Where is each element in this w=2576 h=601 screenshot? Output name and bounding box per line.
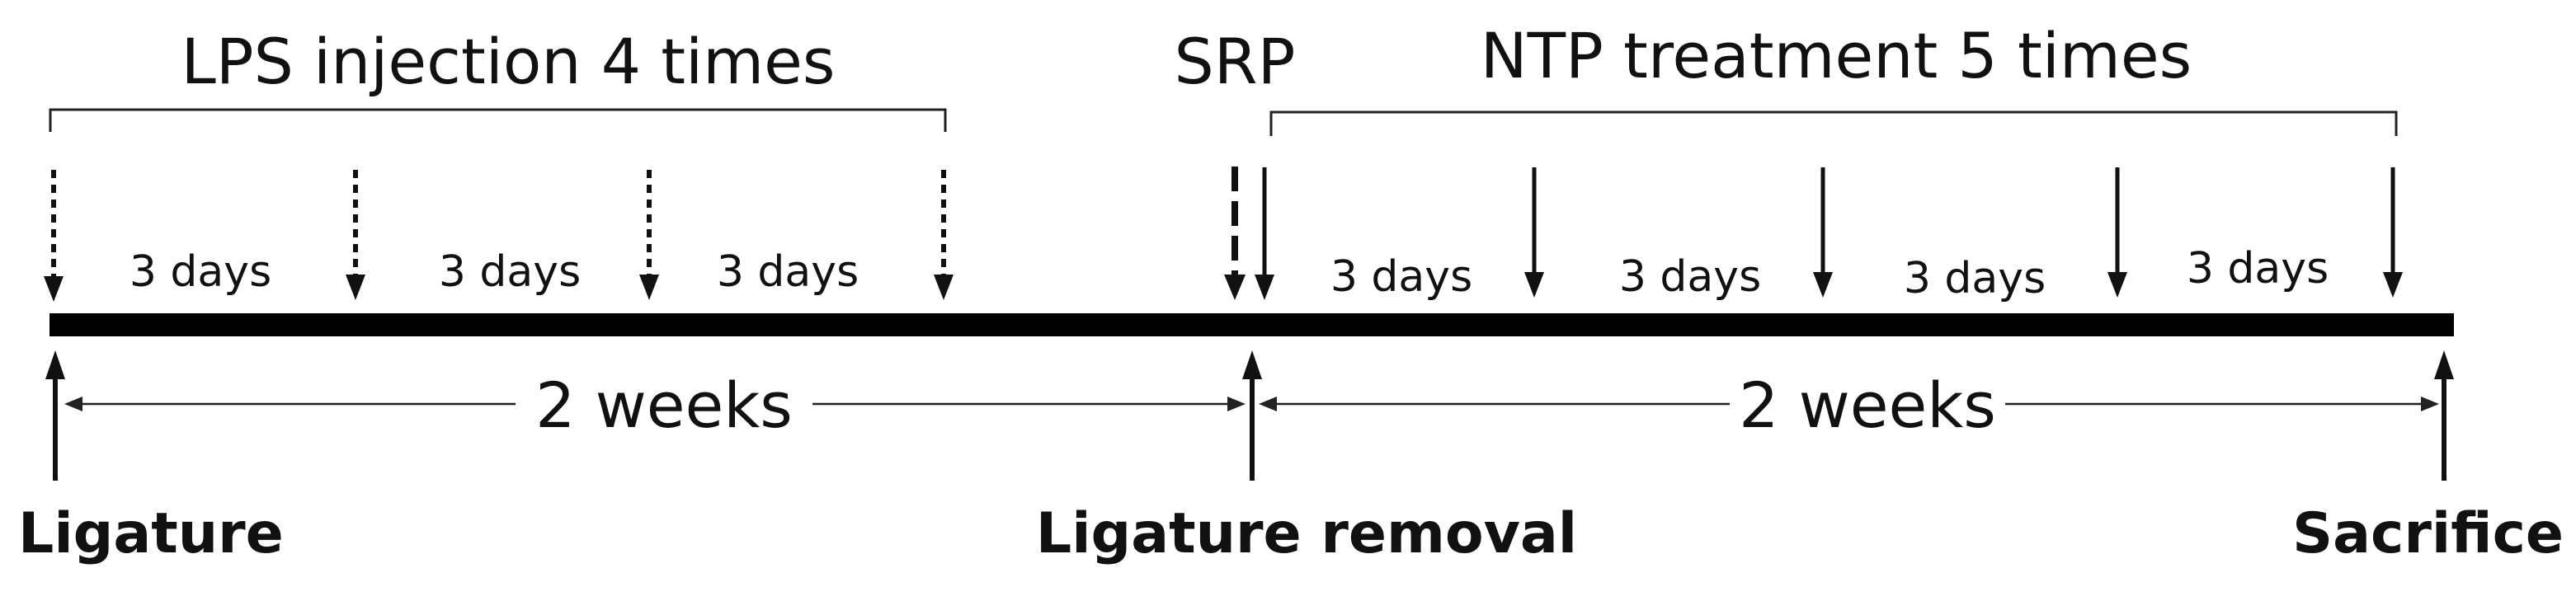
second-duration-label: 2 weeks	[1739, 369, 1996, 442]
lps-bracket	[49, 108, 947, 132]
ntp-interval-label: 3 days	[1619, 252, 1761, 302]
dotted-down-arrow	[44, 170, 64, 302]
ntp-bracket	[1269, 110, 2398, 136]
solid-down-arrow	[1255, 167, 1274, 300]
lps-interval-label: 3 days	[130, 247, 271, 297]
srp-dashed-arrow	[1224, 167, 1246, 300]
dotted-down-arrow	[934, 170, 954, 300]
dotted-down-arrow	[639, 170, 659, 300]
ntp-treatment-label: NTP treatment 5 times	[1481, 19, 2192, 92]
sacrifice-label: Sacrifice	[2292, 501, 2564, 566]
ntp-treatment-arrows	[1255, 167, 2403, 300]
second-duration-span	[1259, 397, 2439, 411]
ligature-label: Ligature	[18, 501, 284, 566]
first-duration-span	[64, 397, 1246, 411]
milestone-up-arrow	[45, 350, 65, 481]
solid-down-arrow	[1524, 167, 1544, 298]
ntp-interval-label: 3 days	[1330, 252, 1472, 302]
solid-down-arrow	[2107, 167, 2127, 298]
lps-interval-label: 3 days	[717, 247, 859, 297]
ntp-interval-label: 3 days	[1904, 254, 2046, 303]
milestone-up-arrow	[2434, 350, 2454, 481]
lps-injection-arrows	[44, 170, 954, 302]
ligature-removal-label: Ligature removal	[1036, 501, 1577, 566]
lps-injection-label: LPS injection 4 times	[181, 25, 835, 98]
srp-label: SRP	[1175, 25, 1296, 98]
solid-down-arrow	[2383, 167, 2403, 298]
solid-down-arrow	[1813, 167, 1833, 298]
first-duration-label: 2 weeks	[535, 369, 793, 442]
milestone-up-arrow	[1242, 350, 1262, 481]
lps-interval-label: 3 days	[439, 247, 581, 297]
dotted-down-arrow	[346, 170, 365, 300]
timeline-bar	[49, 313, 2454, 336]
ntp-interval-label: 3 days	[2187, 244, 2329, 293]
